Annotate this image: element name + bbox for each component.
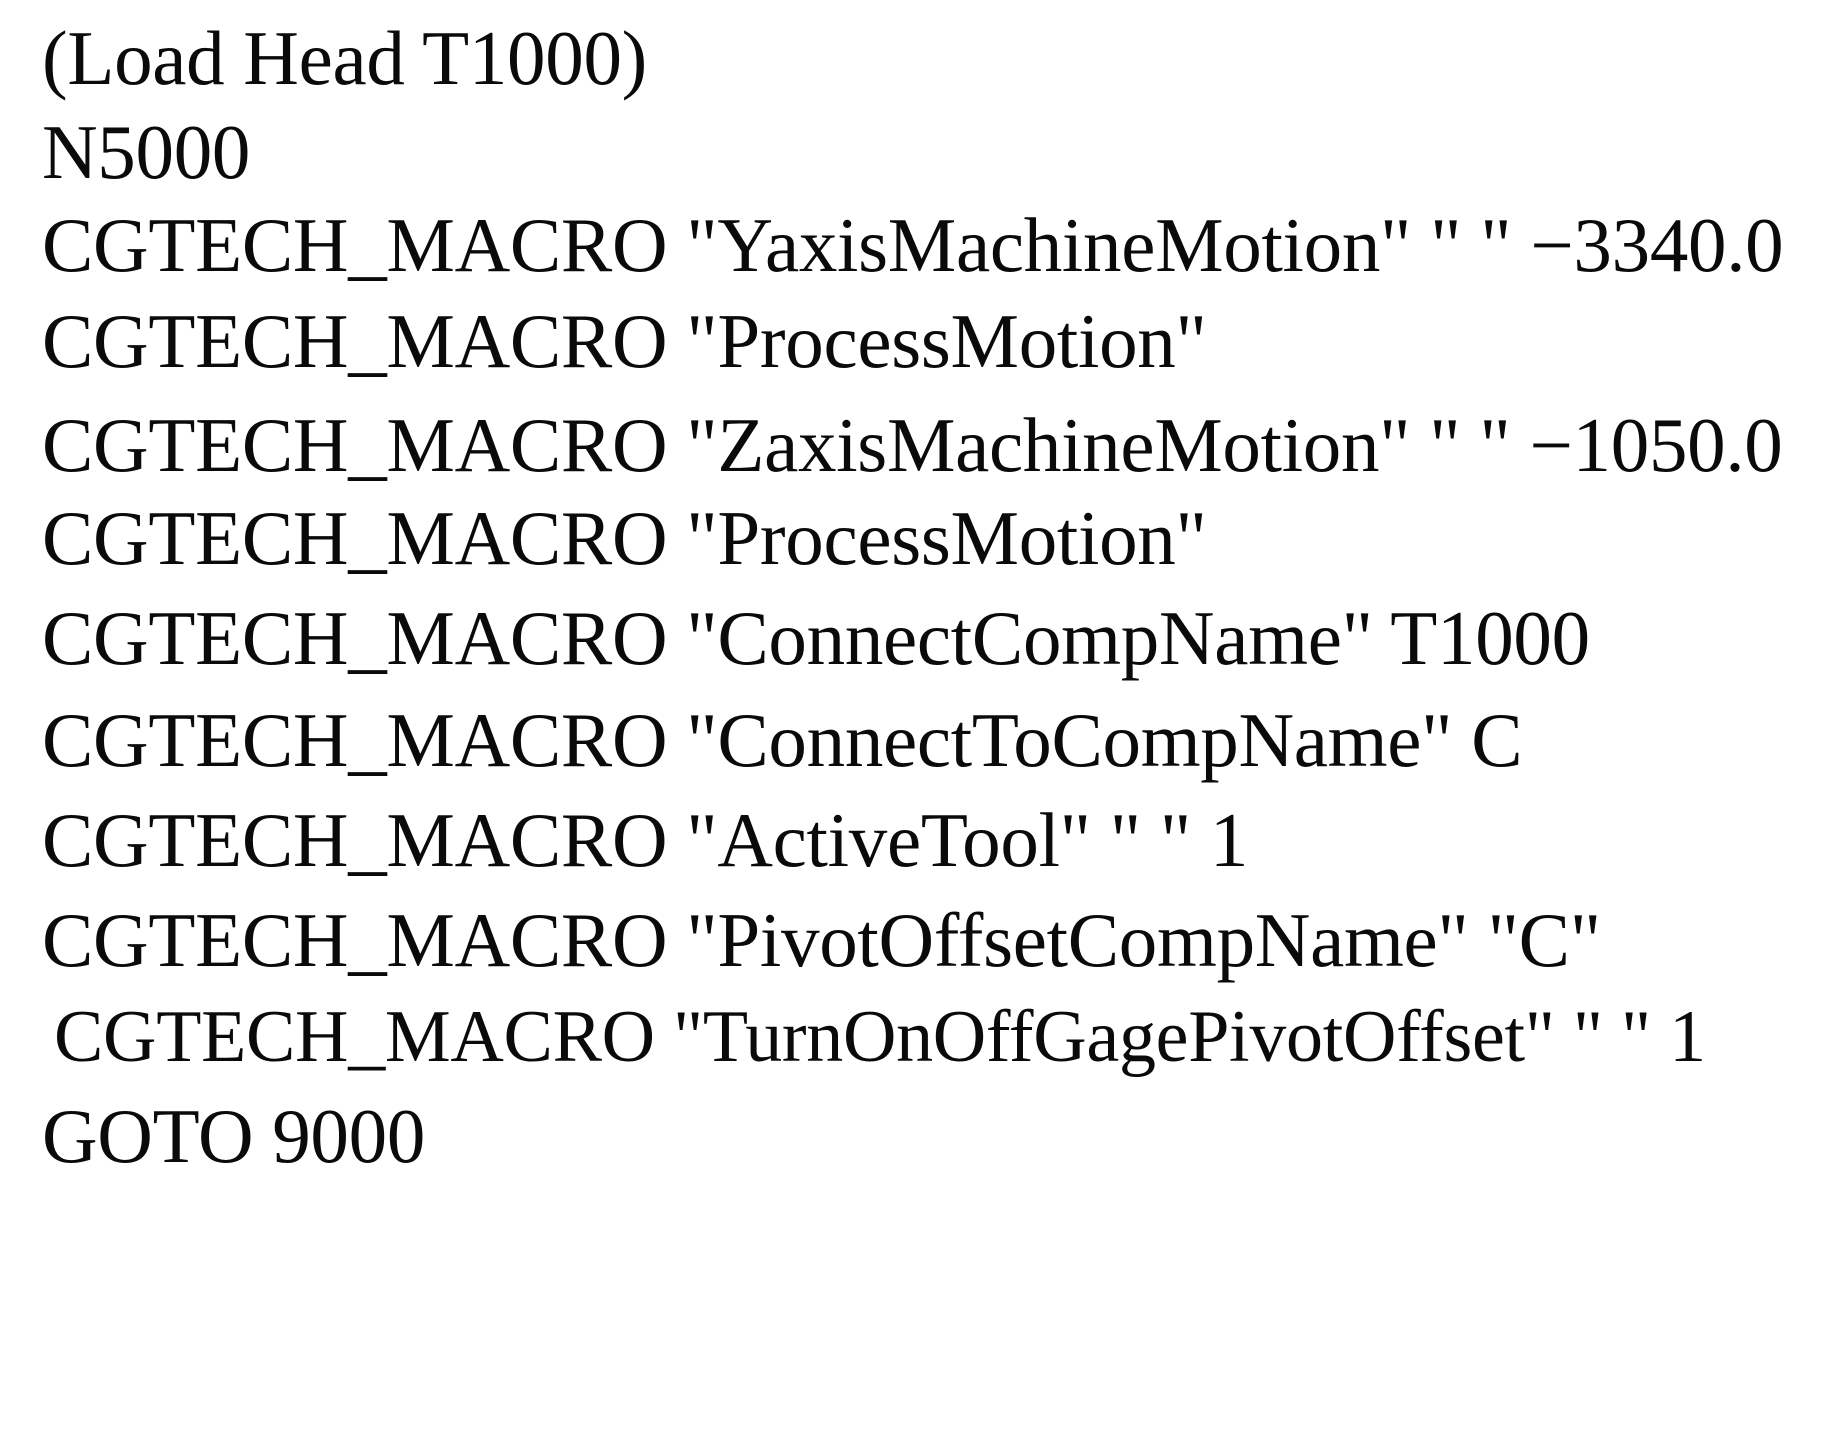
code-line-comment-load-head: (Load Head T1000) (42, 15, 647, 101)
code-line-goto-9000: GOTO 9000 (42, 1093, 426, 1179)
code-line-macro-turnonoffgagepivotoffset: CGTECH_MACRO "TurnOnOffGagePivotOffset" … (54, 996, 1706, 1078)
code-line-macro-processmotion-1: CGTECH_MACRO "ProcessMotion" (42, 298, 1207, 384)
code-line-macro-zaxismachinemotion: CGTECH_MACRO "ZaxisMachineMotion" " " −1… (42, 402, 1783, 488)
code-line-macro-processmotion-2: CGTECH_MACRO "ProcessMotion" (42, 495, 1207, 581)
code-line-macro-connecttocompname: CGTECH_MACRO "ConnectToCompName" C (42, 697, 1523, 783)
code-line-macro-pivotoffsetcompname: CGTECH_MACRO "PivotOffsetCompName" "C" (42, 897, 1601, 983)
code-line-macro-activetool: CGTECH_MACRO "ActiveTool" " " 1 (42, 797, 1249, 883)
code-line-macro-yaxismachinemotion: CGTECH_MACRO "YaxisMachineMotion" " " −3… (42, 202, 1784, 288)
code-line-macro-connectcompname: CGTECH_MACRO "ConnectCompName" T1000 (42, 595, 1590, 681)
code-line-block-number-n5000: N5000 (42, 109, 251, 195)
